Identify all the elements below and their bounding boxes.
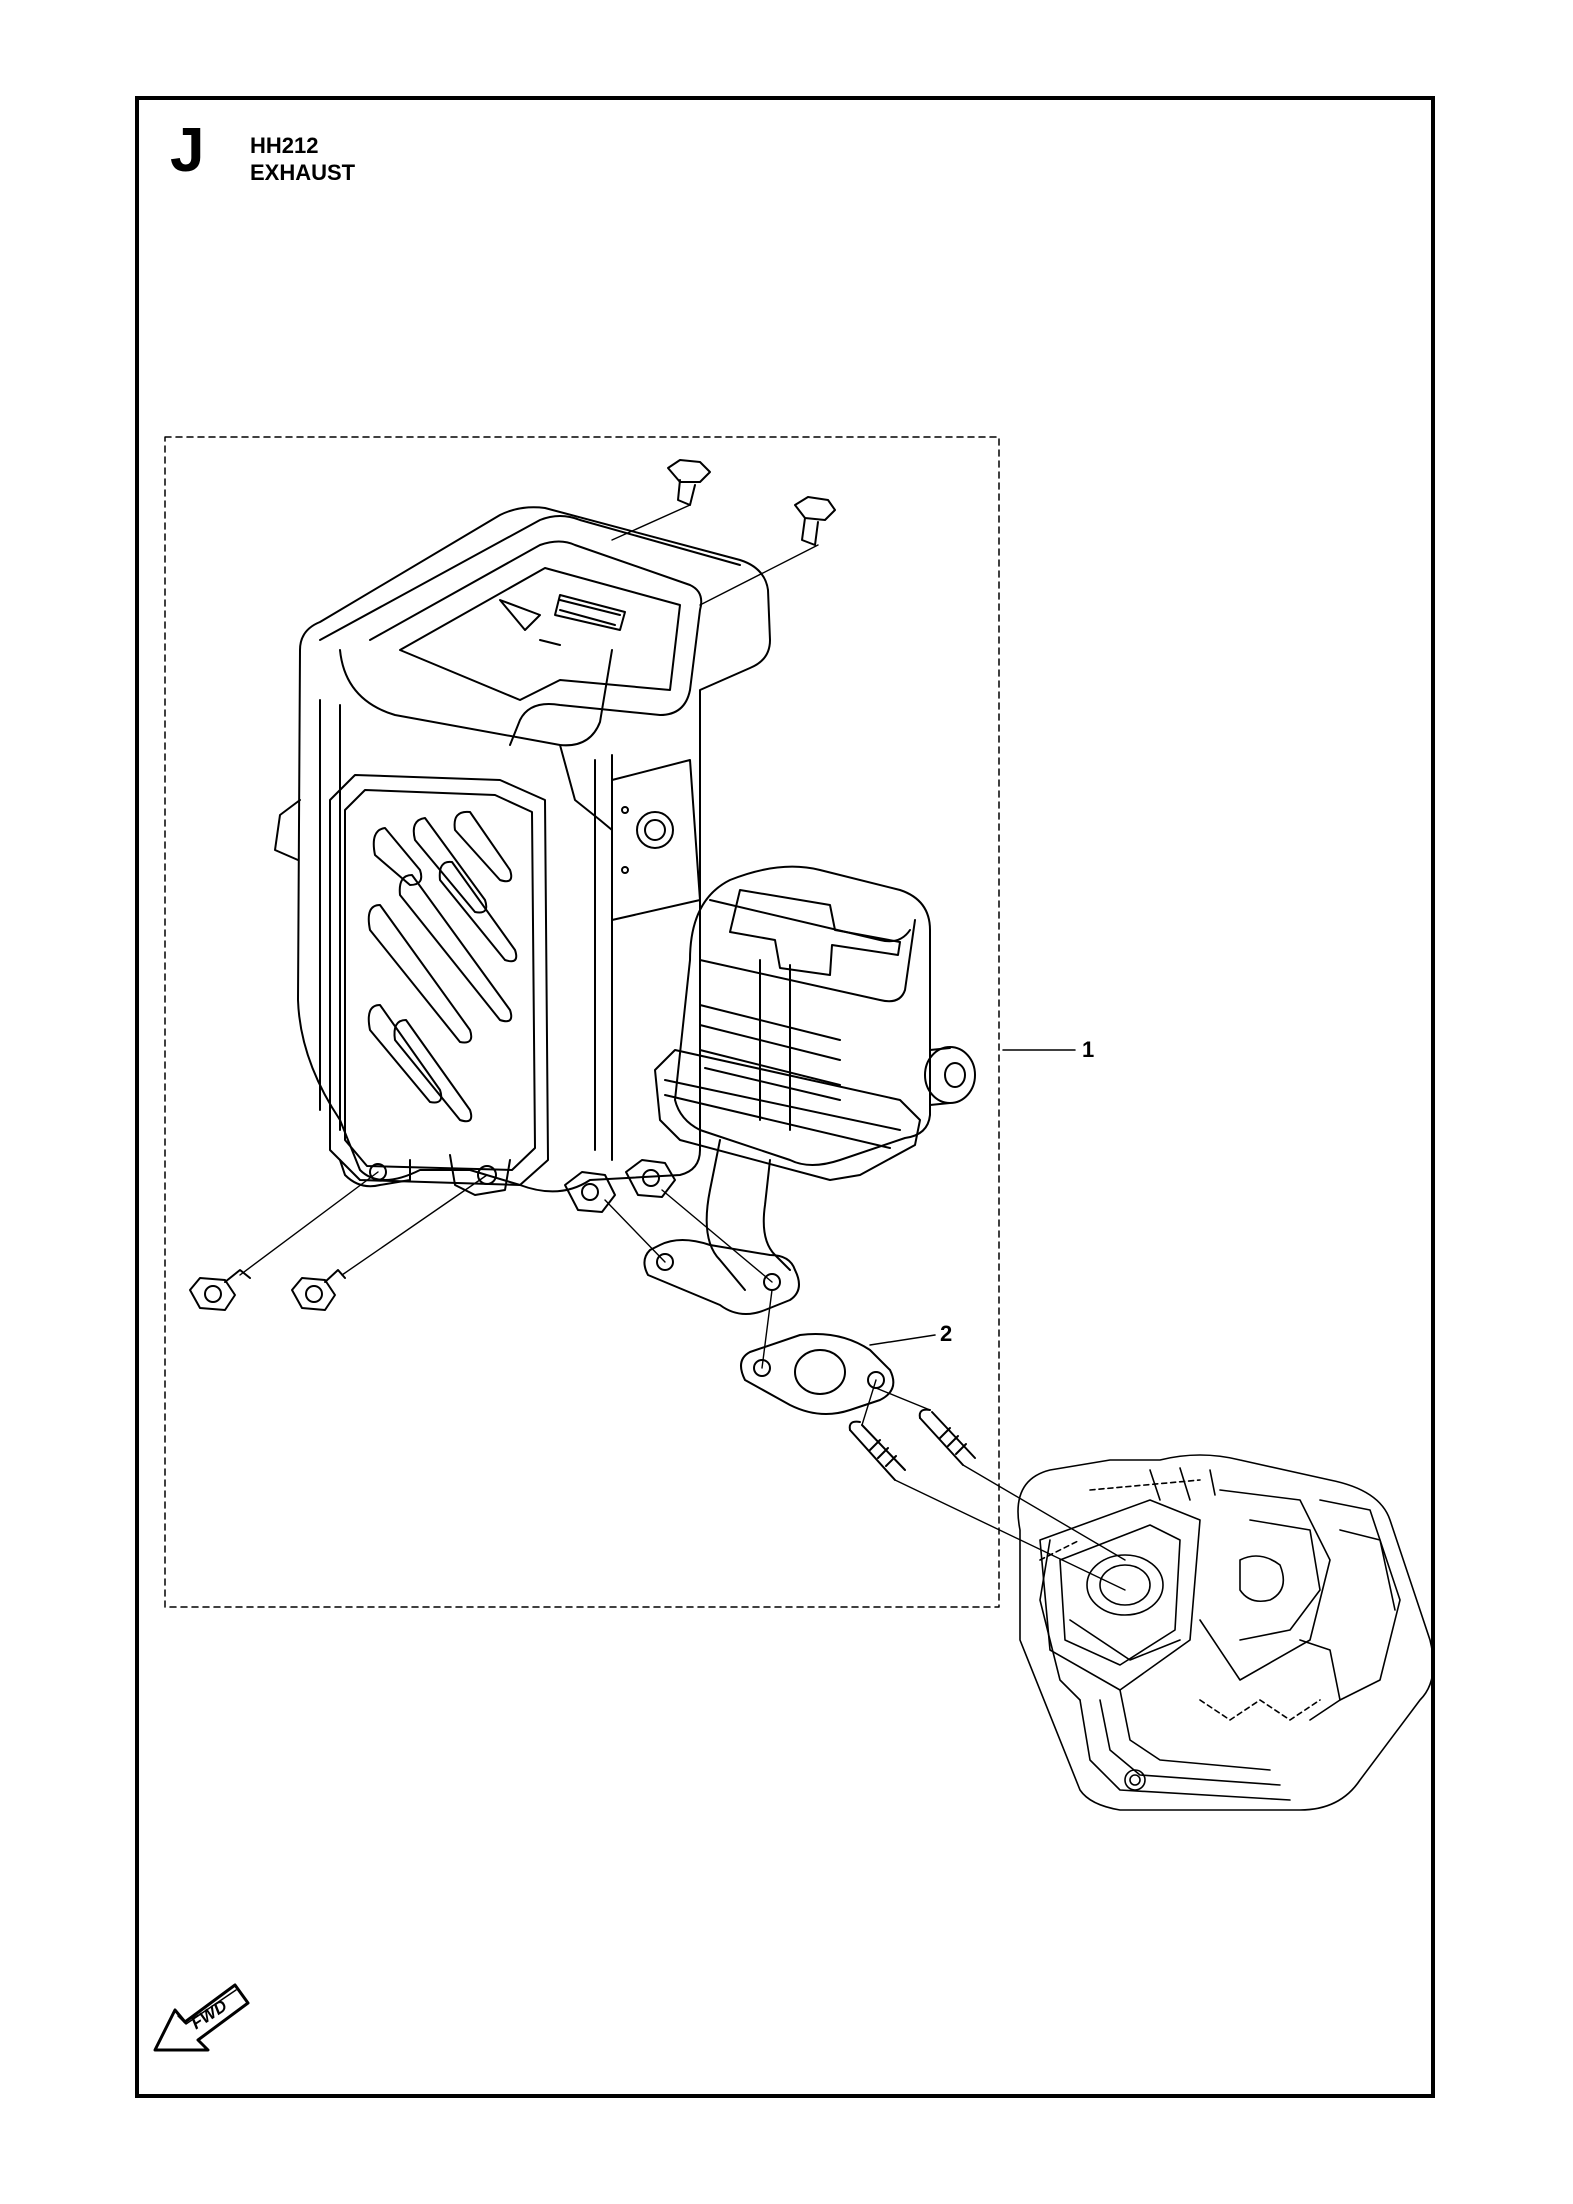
muffler (643, 865, 976, 1315)
callout-1: 1 (1082, 1037, 1095, 1062)
flange-bolt-bottom-1 (189, 1269, 251, 1311)
model-code: HH212 (250, 133, 319, 158)
stud-bolt-1 (848, 1420, 906, 1481)
leader-line-2 (869, 1334, 936, 1346)
flange-nut-1 (564, 1171, 616, 1213)
cylinder-head-reference (1017, 1454, 1435, 1811)
flange-bolt-top-2 (794, 496, 836, 546)
fwd-arrow-icon (153, 1983, 250, 2052)
assembly-group-box (164, 436, 1000, 1608)
page-border (135, 96, 1435, 2098)
louver-slots (367, 810, 518, 1123)
stud-bolt-2 (918, 1408, 976, 1466)
exhaust-gasket (740, 1333, 895, 1415)
flange-nut-2 (625, 1159, 676, 1198)
flange-bolt-top-1 (667, 459, 711, 506)
callout-2: 2 (940, 1321, 953, 1346)
section-letter: J (170, 116, 205, 185)
flange-bolt-bottom-2 (291, 1269, 346, 1311)
assembly-lines (239, 504, 1126, 1591)
heat-shield (274, 506, 771, 1196)
diagram-title: EXHAUST (250, 160, 356, 185)
